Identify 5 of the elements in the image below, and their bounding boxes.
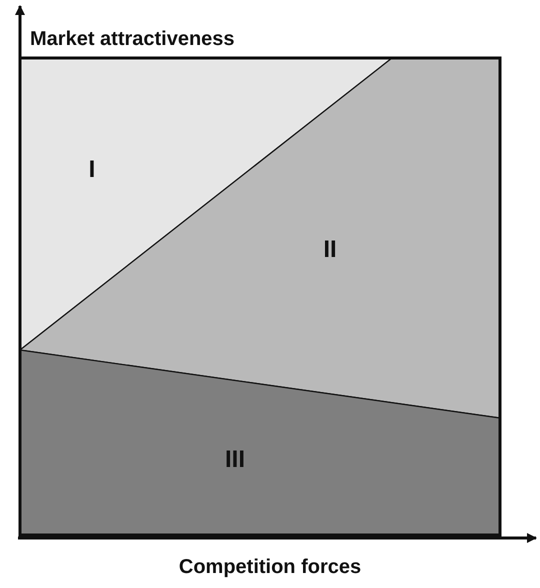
region-numeral: I <box>88 156 96 184</box>
axis-title: Market attractiveness <box>30 28 235 51</box>
region-numeral: III <box>225 446 245 474</box>
region-numeral: II <box>323 236 337 264</box>
axis-title: Competition forces <box>178 556 362 579</box>
